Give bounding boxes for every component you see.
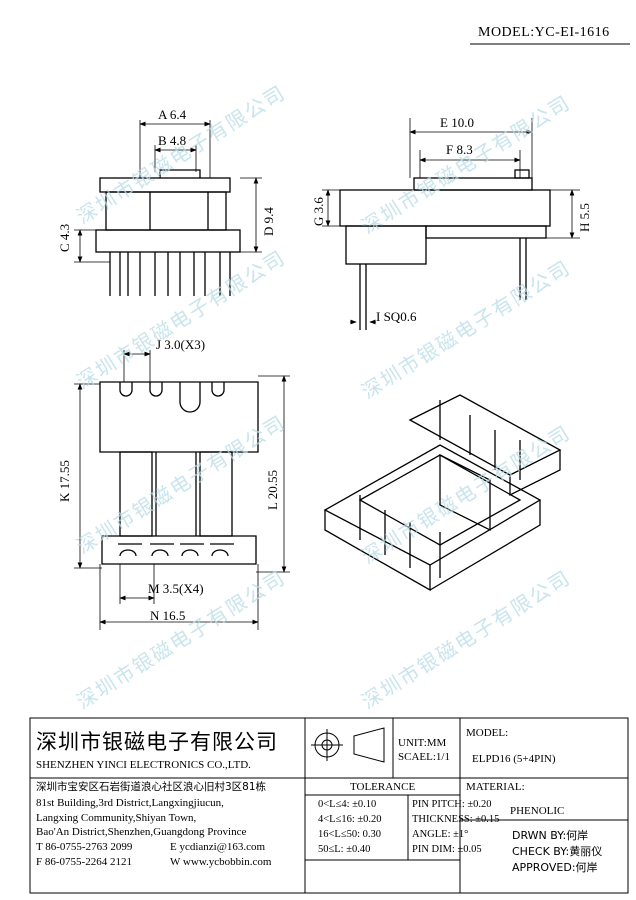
company-name-en: SHENZHEN YINCI ELECTRONICS CO.,LTD. <box>36 759 251 771</box>
tolerance-right-1: PIN PITCH: ±0.20 <box>412 799 492 810</box>
top-view-dims <box>74 350 290 630</box>
address-line-2: Langxing Community,Shiyan Town, <box>36 812 197 824</box>
model-box-label: MODEL: <box>466 727 509 739</box>
company-tel: T 86-0755-2763 2099 <box>36 841 133 853</box>
model-box-value: ELPD16 (5+4PIN) <box>472 753 556 765</box>
tolerance-left-1: 0<L≤4: ±0.10 <box>318 799 377 810</box>
company-address-cn: 深圳市宝安区石岩街道浪心社区浪心旧村3区81栋 <box>36 781 267 793</box>
tolerance-title: TOLERANCE <box>350 781 416 793</box>
model-title: MODEL:YC-EI-1616 <box>478 25 610 40</box>
dim-k-label: K 17.55 <box>57 460 72 502</box>
dim-g-label: G 3.6 <box>311 197 326 226</box>
tolerance-right-2: THICKNESS: ±0.15 <box>412 814 500 825</box>
top-view <box>99 381 259 565</box>
tolerance-right-4: PIN DIM: ±0.05 <box>412 844 482 855</box>
side-view-dims <box>322 118 580 325</box>
checked-by: CHECK BY:黄丽仪 <box>512 845 603 858</box>
scale-label: SCAEL:1/1 <box>398 751 450 763</box>
tolerance-left-3: 16<L≤50: 0.30 <box>318 829 382 840</box>
tolerance-left-4: 50≤L: ±0.40 <box>318 844 371 855</box>
dim-e-label: E 10.0 <box>440 115 474 130</box>
material-value: PHENOLIC <box>510 805 565 817</box>
title-block <box>29 717 629 894</box>
dim-d-label: D 9.4 <box>261 207 276 236</box>
unit-label: UNIT:MM <box>398 737 447 749</box>
dim-j-label: J 3.0(X3) <box>156 337 206 352</box>
dim-h-label: H 5.5 <box>577 203 592 232</box>
side-view <box>339 169 551 330</box>
tolerance-right-3: ANGLE: ±1° <box>412 829 469 840</box>
front-view <box>95 169 241 296</box>
company-name-cn: 深圳市银磁电子有限公司 <box>36 730 278 754</box>
company-fax: F 86-0755-2264 2121 <box>36 856 132 868</box>
address-line-1: 81st Building,3rd District,Langxingjiucu… <box>36 797 224 809</box>
dim-f-label: F 8.3 <box>446 142 473 157</box>
dim-l-label: L 20.55 <box>265 470 280 510</box>
isometric-view <box>323 394 562 592</box>
dim-i-label: I SQ0.6 <box>376 309 417 324</box>
material-label: MATERIAL: <box>466 781 525 793</box>
dim-n-label: N 16.5 <box>150 608 186 623</box>
dim-a-label: A 6.4 <box>158 107 187 122</box>
drawn-by: DRWN BY:何岸 <box>512 829 589 842</box>
dim-c-label: C 4.3 <box>57 223 72 252</box>
address-line-3: Bao'An District,Shenzhen,Guangdong Provi… <box>36 826 247 838</box>
company-web: W www.ycbobbin.com <box>170 856 272 868</box>
dim-b-label: B 4.8 <box>158 133 187 148</box>
company-email: E ycdianzi@163.com <box>170 841 266 853</box>
front-view-dims <box>74 120 262 263</box>
approved-by: APPROVED:何岸 <box>512 861 598 874</box>
dim-m-label: M 3.5(X4) <box>148 581 204 596</box>
tolerance-left-2: 4<L≤16: ±0.20 <box>318 814 382 825</box>
